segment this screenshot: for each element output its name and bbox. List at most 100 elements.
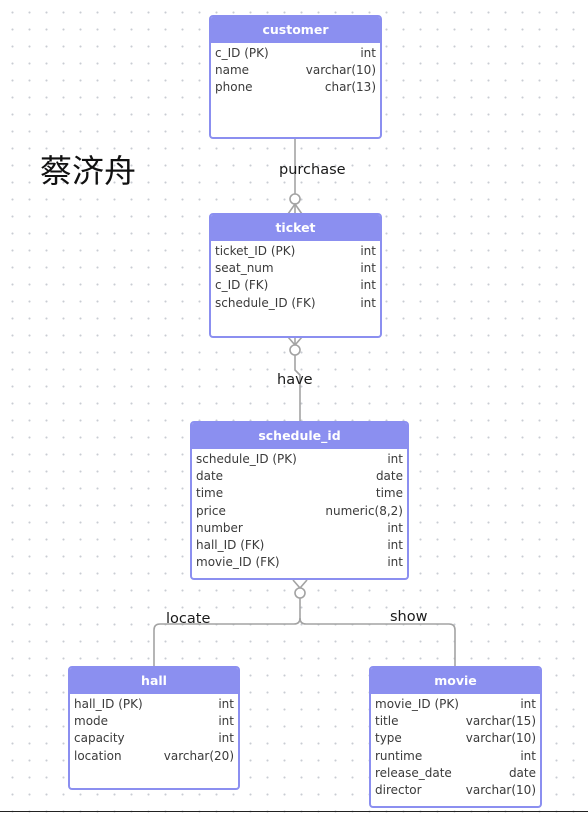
edge-ticket-schedule-circle [289,344,301,356]
field-row: schedule_ID (FK) int [215,295,376,312]
field-row: movie_ID (PK) int [375,696,536,713]
field-type: int [218,714,234,729]
field-row: capacity int [74,730,234,747]
field-type: date [508,765,536,780]
field-type: varchar(10) [305,63,376,78]
field-name: location [74,748,122,763]
field-row: date date [196,468,403,485]
entity-hall-title: hall [70,668,238,694]
entity-schedule-fields: schedule_ID (PK) int date date time time pr… [192,449,407,571]
field-row: runtime int [375,748,536,765]
relationship-label-show: show [390,609,428,625]
field-name: date [196,469,224,484]
field-type: int [387,537,403,552]
field-name: mode [74,714,109,729]
field-row: name varchar(10) [215,62,376,79]
field-name: hall_ID (PK) [74,697,143,711]
field-type: varchar(10) [465,782,536,797]
field-row: schedule_ID (PK) int [196,451,403,468]
entity-movie[interactable]: movie movie_ID (PK) int title varchar(15) … [369,666,542,808]
field-name: time [196,486,224,501]
field-name: phone [215,80,253,95]
entity-hall-fields: hall_ID (PK) int mode int capacity int loca… [70,694,238,765]
field-name: capacity [74,731,125,746]
field-type: int [387,452,403,466]
field-type: int [360,295,376,310]
field-row: seat_num int [215,260,376,277]
field-type: numeric(8,2) [325,503,403,518]
edge-customer-ticket-crowfoot [287,202,303,215]
field-row: phone char(13) [215,79,376,96]
field-row: title varchar(15) [375,713,536,730]
field-type: char(13) [324,80,376,95]
field-name: number [196,520,243,535]
relationship-label-purchase: purchase [279,162,346,178]
field-type: int [520,748,536,763]
entity-schedule-title: schedule_id [192,423,407,449]
entity-customer-fields: c_ID (PK) int name varchar(10) phone char(1… [211,43,380,97]
field-name: c_ID (PK) [215,46,269,60]
entity-movie-fields: movie_ID (PK) int title varchar(15) type va… [371,694,540,799]
entity-ticket-title: ticket [211,215,380,241]
field-name: price [196,503,226,518]
field-row: movie_ID (FK) int [196,554,403,571]
edge-customer-ticket-circle [289,193,301,205]
field-row: director varchar(10) [375,782,536,799]
field-row: release_date date [375,765,536,782]
field-type: int [218,731,234,746]
field-name: schedule_ID (FK) [215,295,316,310]
edge-schedule-crowfoot [292,579,308,590]
field-type: int [360,278,376,293]
field-type: int [520,697,536,711]
field-row: type varchar(10) [375,730,536,747]
field-row: mode int [74,713,234,730]
field-name: runtime [375,748,423,763]
field-name: c_ID (FK) [215,278,269,293]
entity-hall[interactable]: hall hall_ID (PK) int mode int capacity int… [68,666,240,790]
field-type: int [218,697,234,711]
field-name: name [215,63,250,78]
edge-schedule-hall [153,617,301,667]
field-name: type [375,731,402,746]
field-name: movie_ID (FK) [196,555,280,570]
field-type: int [387,555,403,570]
field-type: int [360,46,376,60]
field-type: time [375,486,403,501]
field-row: ticket_ID (PK) int [215,243,376,260]
field-type: int [360,261,376,276]
field-name: movie_ID (PK) [375,697,459,711]
field-row: c_ID (PK) int [215,45,376,62]
field-name: seat_num [215,261,274,276]
field-name: director [375,782,422,797]
field-row: hall_ID (PK) int [74,696,234,713]
entity-customer[interactable]: customer c_ID (PK) int name varchar(10) ph… [209,15,382,139]
entity-customer-title: customer [211,17,380,43]
author-name: 蔡济舟 [40,152,137,190]
field-type: varchar(20) [163,748,234,763]
field-name: ticket_ID (PK) [215,244,296,258]
edge-ticket-schedule-route [294,360,301,421]
field-row: time time [196,485,403,502]
field-type: varchar(15) [465,714,536,729]
entity-movie-title: movie [371,668,540,694]
field-type: varchar(10) [465,731,536,746]
field-row: hall_ID (FK)int [196,537,403,554]
field-name: release_date [375,765,452,780]
field-row: c_ID (FK) int [215,277,376,294]
field-name: schedule_ID (PK) [196,452,297,466]
relationship-label-locate: locate [166,611,211,627]
edge-schedule-movie [299,617,456,667]
field-row: price numeric(8,2) [196,503,403,520]
field-row: location varchar(20) [74,748,234,765]
edge-schedule-circle [294,587,306,599]
relationship-label-have: have [277,372,313,388]
field-type: date [375,469,403,484]
field-type: int [360,244,376,258]
field-name: title [375,714,399,729]
bottom-divider [0,811,588,812]
